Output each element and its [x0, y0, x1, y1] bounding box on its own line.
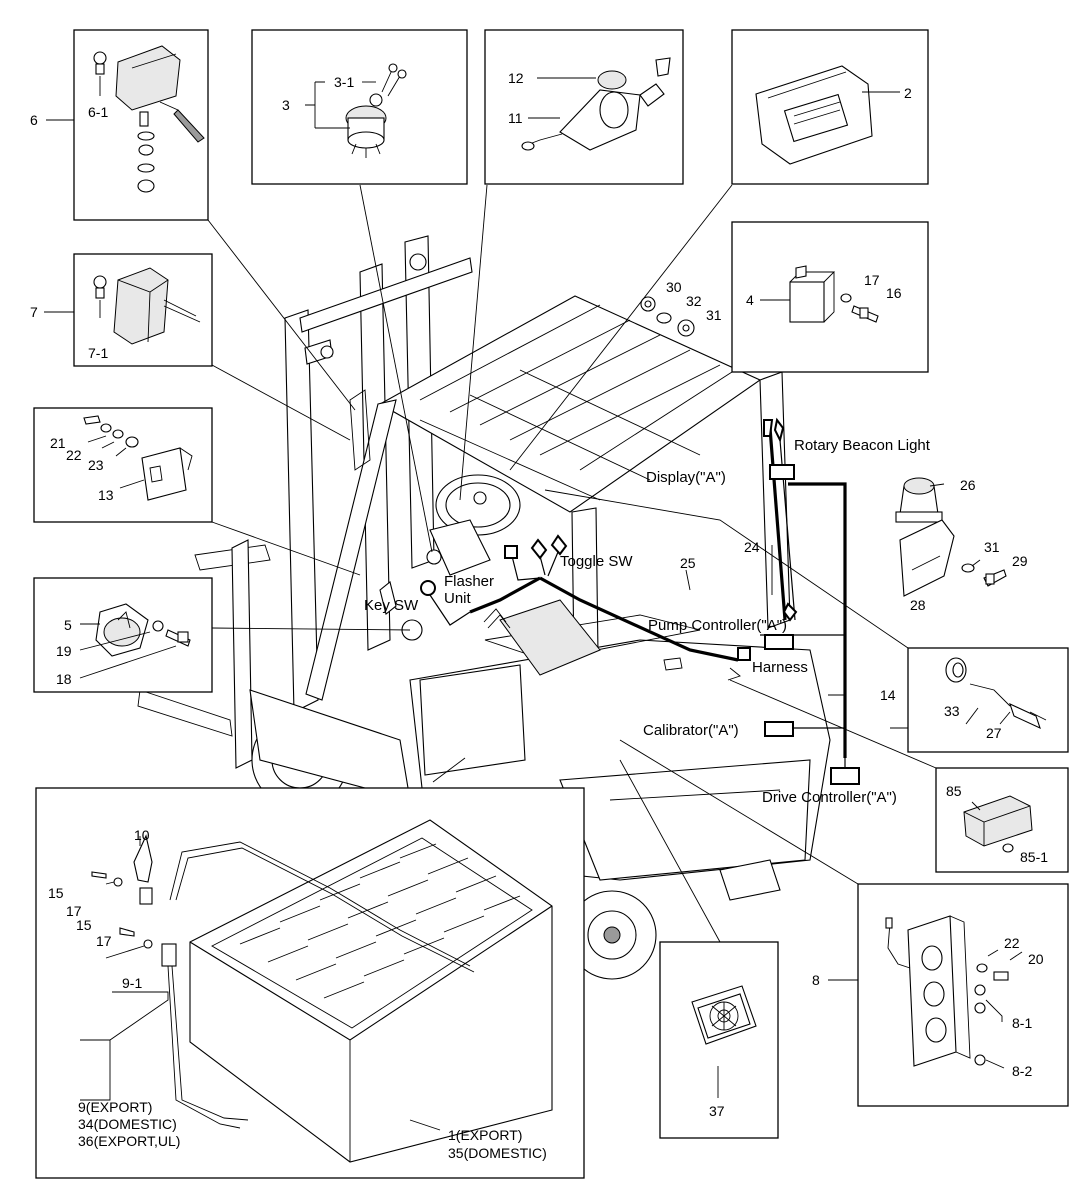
callout-17-top: 17 — [864, 272, 880, 288]
callout-13: 13 — [98, 487, 114, 503]
callout-33: 33 — [944, 703, 960, 719]
callout-22-left: 22 — [66, 447, 82, 463]
callout-29: 29 — [1012, 553, 1028, 569]
box-part-8 — [857, 883, 1069, 1107]
callout-27: 27 — [986, 725, 1002, 741]
label-toggle-sw: Toggle SW — [560, 553, 633, 570]
callout-3: 3 — [282, 97, 290, 113]
callout-32: 32 — [686, 293, 702, 309]
toggle-connector-2 — [550, 534, 568, 556]
box-part-3 — [251, 29, 468, 185]
callout-16: 16 — [886, 285, 902, 301]
callout-85-1: 85-1 — [1020, 849, 1048, 865]
callout-9-export: 9(EXPORT) — [78, 1099, 152, 1115]
callout-14: 14 — [880, 687, 896, 703]
callout-2: 2 — [904, 85, 912, 101]
callout-85: 85 — [946, 783, 962, 799]
callout-7: 7 — [30, 304, 38, 320]
callout-18: 18 — [56, 671, 72, 687]
display-connector — [769, 464, 795, 480]
label-flasher-unit-line1: Flasher — [444, 573, 494, 590]
callout-1-export: 1(EXPORT) — [448, 1127, 522, 1143]
toggle-connector-1 — [530, 538, 548, 560]
callout-6-1: 6-1 — [88, 104, 108, 120]
callout-5: 5 — [64, 617, 72, 633]
callout-31-top: 31 — [706, 307, 722, 323]
harness-wiring — [420, 417, 860, 785]
callout-15-lower: 15 — [76, 917, 92, 933]
harness-14-trunk — [788, 482, 847, 758]
callout-4: 4 — [746, 292, 754, 308]
box-part-4 — [731, 221, 929, 373]
pump-controller-connector — [764, 634, 794, 650]
label-pump-controller: Pump Controller("A") — [648, 617, 787, 634]
leader-lines — [207, 184, 937, 943]
callout-9-1: 9-1 — [122, 975, 142, 991]
key-sw-connector — [504, 545, 518, 559]
label-rotary-beacon-light: Rotary Beacon Light — [794, 437, 931, 454]
box-part-85 — [935, 767, 1069, 873]
callout-11: 11 — [508, 110, 523, 126]
callout-7-1: 7-1 — [88, 345, 108, 361]
label-flasher-unit-line2: Unit — [444, 590, 472, 607]
harness-main-run — [539, 576, 739, 662]
calibrator-connector — [764, 721, 794, 737]
callout-22-right: 22 — [1004, 935, 1020, 951]
box-part-11-12 — [484, 29, 684, 185]
callout-20: 20 — [1028, 951, 1044, 967]
box-part-2 — [731, 29, 929, 185]
box-part-7 — [73, 253, 213, 367]
box-battery — [35, 787, 585, 1179]
callout-8: 8 — [812, 972, 820, 988]
callout-8-2: 8-2 — [1012, 1063, 1032, 1079]
box-part-6 — [73, 29, 209, 221]
callout-ticks — [44, 77, 1023, 1131]
label-display: Display("A") — [646, 469, 726, 486]
callout-24: 24 — [744, 539, 760, 555]
callout-6: 6 — [30, 112, 38, 128]
callout-30: 30 — [666, 279, 682, 295]
box-part-37 — [659, 941, 779, 1139]
callout-21: 21 — [50, 435, 66, 451]
callout-25: 25 — [680, 555, 696, 571]
callout-36-export-ul: 36(EXPORT,UL) — [78, 1133, 180, 1149]
box-part-13 — [33, 407, 213, 523]
callout-26: 26 — [960, 477, 976, 493]
callout-12: 12 — [508, 70, 524, 86]
callout-10: 10 — [134, 827, 150, 843]
callout-17-lower: 17 — [96, 933, 112, 949]
box-part-5 — [33, 577, 213, 693]
drive-controller-connector — [830, 767, 860, 785]
label-key-sw: Key SW — [364, 597, 419, 614]
harness-end-connector — [737, 647, 751, 661]
rotary-beacon-assembly — [895, 477, 1007, 597]
callout-8-1: 8-1 — [1012, 1015, 1032, 1031]
callout-19: 19 — [56, 643, 72, 659]
callout-23: 23 — [88, 457, 104, 473]
callout-17-upper: 17 — [66, 903, 82, 919]
loose-fasteners-30-32-31 — [640, 296, 695, 337]
callout-37: 37 — [709, 1103, 725, 1119]
callout-31-right: 31 — [984, 539, 1000, 555]
label-calibrator: Calibrator("A") — [643, 722, 739, 739]
harness-left-run — [469, 576, 541, 614]
harness-to-beacon — [768, 427, 787, 621]
harness-labels: Rotary Beacon Light Display("A") Toggle … — [364, 437, 931, 806]
callout-15-upper: 15 — [48, 885, 64, 901]
callout-28: 28 — [910, 597, 926, 613]
label-harness: Harness — [752, 659, 808, 676]
callout-labels: 6 6-1 3 3-1 12 11 2 7 7-1 4 17 16 30 32 … — [30, 70, 1048, 1161]
battery-cells — [239, 843, 521, 999]
box-part-33-27 — [907, 647, 1069, 753]
label-drive-controller: Drive Controller("A") — [762, 789, 897, 806]
callout-34-domestic: 34(DOMESTIC) — [78, 1116, 177, 1132]
callout-35-domestic: 35(DOMESTIC) — [448, 1145, 547, 1161]
callout-3-1: 3-1 — [334, 74, 354, 90]
beacon-connector — [763, 419, 774, 437]
flasher-connector — [420, 580, 436, 596]
